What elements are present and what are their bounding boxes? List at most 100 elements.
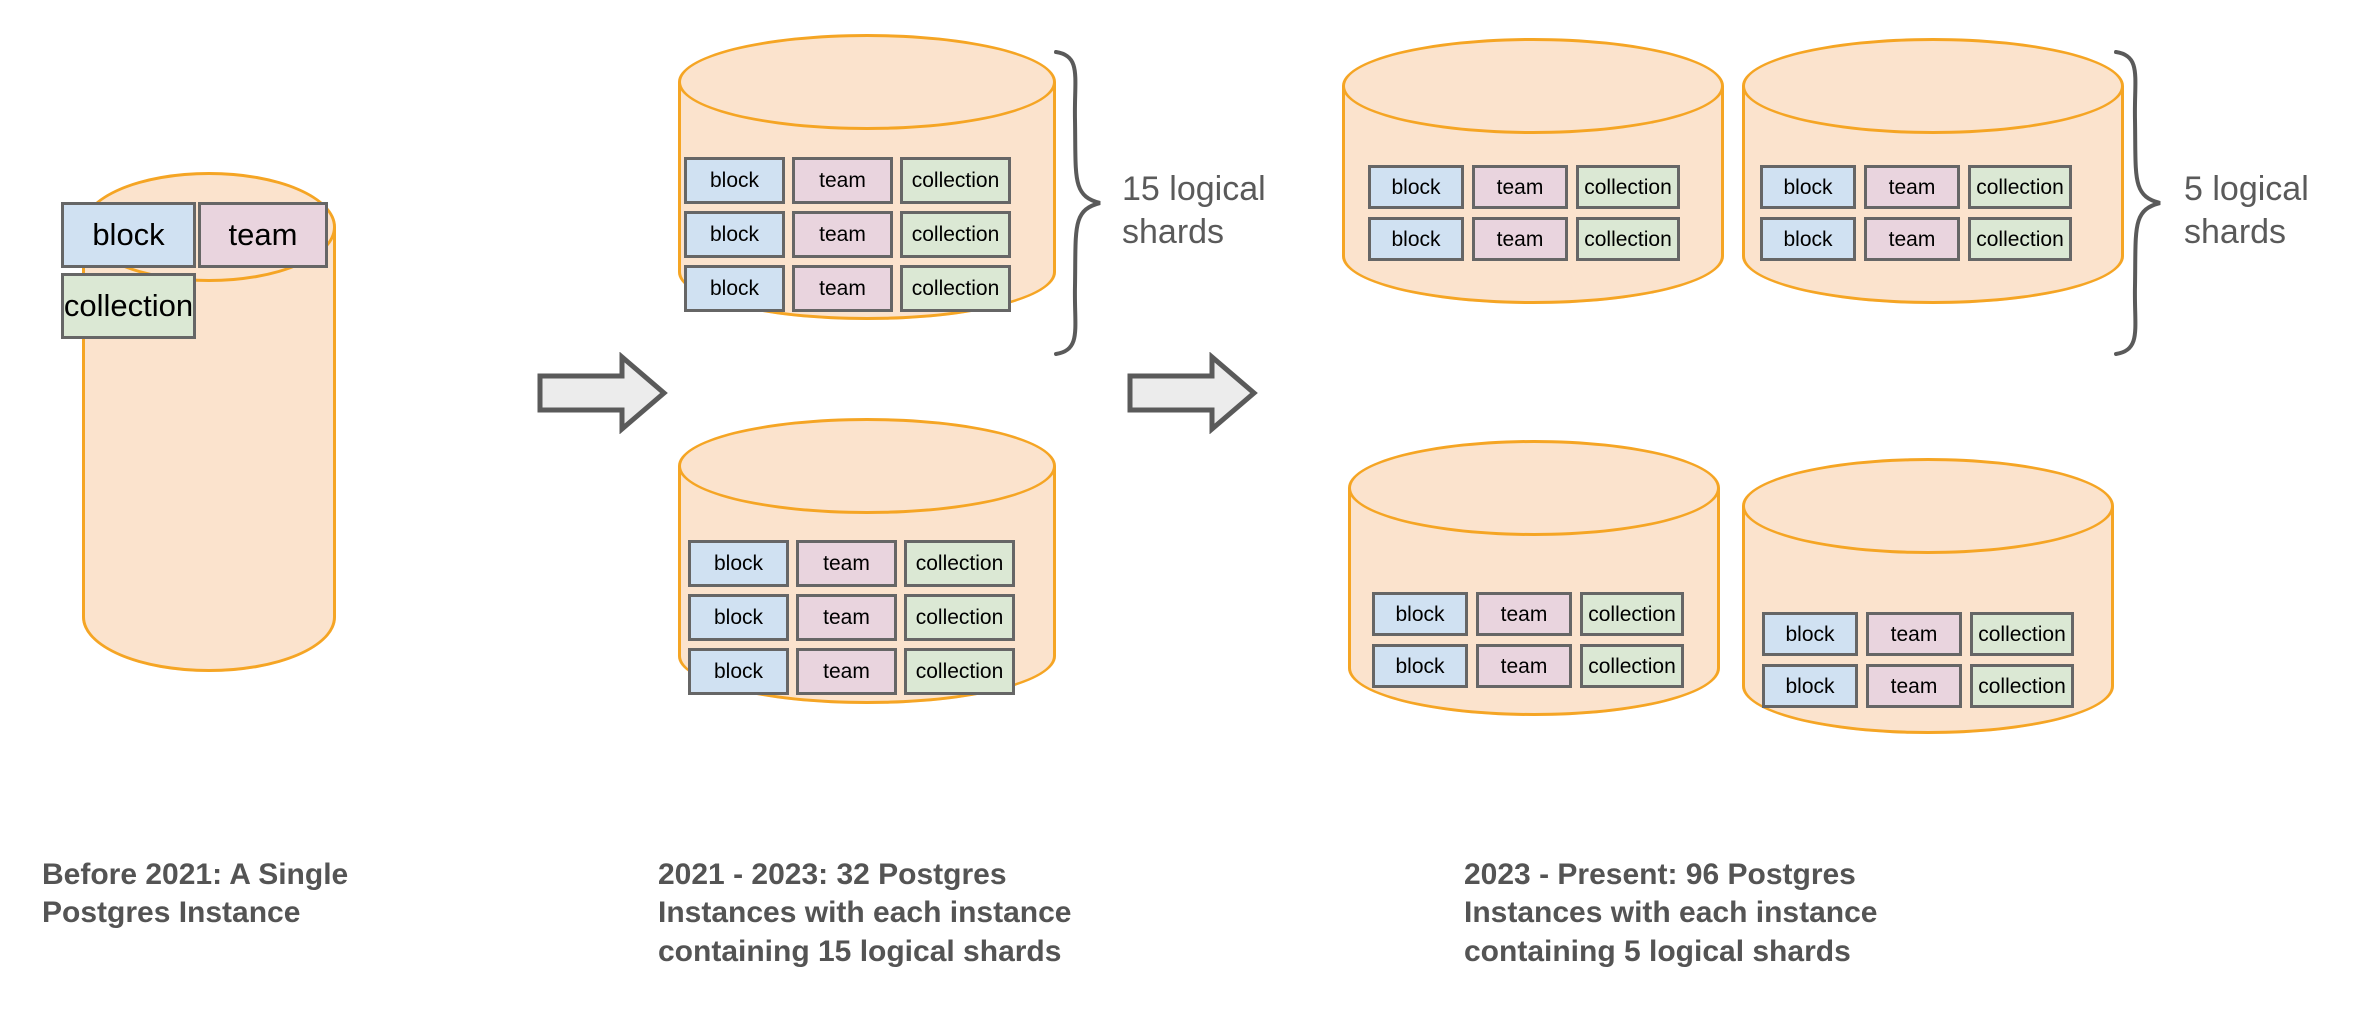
table-label: block xyxy=(1395,654,1445,678)
table-label: collection xyxy=(915,660,1004,683)
table-box-collection: collection xyxy=(1580,644,1684,688)
table-box-collection: collection xyxy=(904,540,1015,587)
table-label: collection xyxy=(1588,602,1676,626)
table-box-block: block xyxy=(1372,644,1468,688)
brace-label-5-shards: 5 logical shards xyxy=(2184,170,2309,251)
table-box-collection: collection xyxy=(900,211,1011,258)
caption-stage-3: 2023 - Present: 96 Postgres Instances wi… xyxy=(1464,858,1878,968)
table-box-collection: collection xyxy=(900,265,1011,312)
table-label: block xyxy=(1391,175,1441,199)
table-label: block xyxy=(1391,227,1441,251)
table-label: collection xyxy=(1978,622,2066,646)
table-label: team xyxy=(823,552,870,575)
arrow-2-icon xyxy=(1126,351,1258,435)
table-label: block xyxy=(1783,227,1833,251)
table-label: team xyxy=(1500,602,1548,626)
table-box-block: block xyxy=(684,157,785,204)
table-label: block xyxy=(92,217,165,252)
table-label: team xyxy=(1496,227,1544,251)
shard-grid-s2-c2: block team collection block team collect… xyxy=(688,540,1015,695)
shard-row: block team collection xyxy=(1368,217,1680,261)
brace-label-15-shards: 15 logical shards xyxy=(1122,170,1266,251)
table-label: team xyxy=(1890,674,1938,698)
table-label: collection xyxy=(1978,674,2066,698)
table-label: collection xyxy=(911,169,1000,192)
table-box-block: block xyxy=(1762,612,1858,656)
table-box-collection: collection xyxy=(1580,592,1684,636)
table-label: collection xyxy=(911,223,1000,246)
table-box-team: team xyxy=(1472,165,1568,209)
table-box-block: block xyxy=(1372,592,1468,636)
shard-row: block team collection xyxy=(688,594,1015,641)
table-label: block xyxy=(713,660,764,683)
table-box-block: block xyxy=(1368,217,1464,261)
table-label: block xyxy=(713,552,764,575)
table-label: team xyxy=(228,217,298,252)
shard-row: block team collection xyxy=(684,157,1011,204)
table-label: team xyxy=(819,223,866,246)
table-box-team: team xyxy=(1866,612,1962,656)
cylinder-top-ellipse xyxy=(1742,458,2114,554)
shard-row: block team collection xyxy=(684,265,1011,312)
shard-row: block team collection xyxy=(1368,165,1680,209)
table-box-collection: collection xyxy=(904,648,1015,695)
table-box-block: block xyxy=(688,648,789,695)
shard-grid-s3-c1: block team collection block team collect… xyxy=(1368,165,1680,261)
shard-grid-s2-c1: block team collection block team collect… xyxy=(684,157,1011,312)
table-box-block: block xyxy=(1760,217,1856,261)
brace-15-shards-icon xyxy=(1048,50,1118,360)
table-box-block: block xyxy=(688,540,789,587)
table-box-block: block xyxy=(61,202,196,268)
arrow-1-icon xyxy=(536,351,668,435)
table-box-team: team xyxy=(1472,217,1568,261)
table-box-team: team xyxy=(1864,217,1960,261)
table-label: team xyxy=(823,606,870,629)
table-label: block xyxy=(709,223,760,246)
table-box-collection: collection xyxy=(1968,165,2072,209)
table-box-team: team xyxy=(198,202,328,268)
table-box-collection: collection xyxy=(1970,664,2074,708)
shard-row: block team collection xyxy=(1762,612,2074,656)
table-label: team xyxy=(819,277,866,300)
table-label: collection xyxy=(1976,175,2064,199)
table-label: collection xyxy=(1976,227,2064,251)
table-box-block: block xyxy=(684,265,785,312)
table-box-block: block xyxy=(1368,165,1464,209)
shard-row: block team collection xyxy=(1760,165,2072,209)
table-label: collection xyxy=(1584,227,1672,251)
table-label: team xyxy=(823,660,870,683)
table-label: block xyxy=(713,606,764,629)
shard-row: block team collection xyxy=(1372,644,1684,688)
table-label: team xyxy=(1496,175,1544,199)
table-box-collection: collection xyxy=(61,273,196,339)
table-label: collection xyxy=(915,606,1004,629)
table-label: team xyxy=(1888,227,1936,251)
table-label: block xyxy=(1395,602,1445,626)
table-label: collection xyxy=(1584,175,1672,199)
cylinder-top-ellipse xyxy=(1342,38,1724,134)
table-label: team xyxy=(1500,654,1548,678)
table-box-team: team xyxy=(792,211,893,258)
table-label: collection xyxy=(1588,654,1676,678)
table-box-block: block xyxy=(688,594,789,641)
shard-row: block team collection xyxy=(688,540,1015,587)
table-label: team xyxy=(1888,175,1936,199)
table-label: block xyxy=(1785,622,1835,646)
cylinder-top-ellipse xyxy=(1348,440,1720,536)
table-box-collection: collection xyxy=(900,157,1011,204)
table-label: block xyxy=(709,277,760,300)
table-box-team: team xyxy=(1866,664,1962,708)
shard-row: block team collection xyxy=(684,211,1011,258)
caption-stage-1: Before 2021: A Single Postgres Instance xyxy=(42,858,349,930)
shard-grid-s3-c2: block team collection block team collect… xyxy=(1760,165,2072,261)
table-label: collection xyxy=(911,277,1000,300)
table-label: collection xyxy=(915,552,1004,575)
shard-row: block team collection xyxy=(1372,592,1684,636)
table-box-team: team xyxy=(792,157,893,204)
caption-stage-2: 2021 - 2023: 32 Postgres Instances with … xyxy=(658,858,1072,968)
table-label: block xyxy=(1783,175,1833,199)
table-box-team: team xyxy=(796,540,897,587)
shard-row: block team collection xyxy=(1760,217,2072,261)
table-box-collection: collection xyxy=(904,594,1015,641)
table-box-team: team xyxy=(796,648,897,695)
